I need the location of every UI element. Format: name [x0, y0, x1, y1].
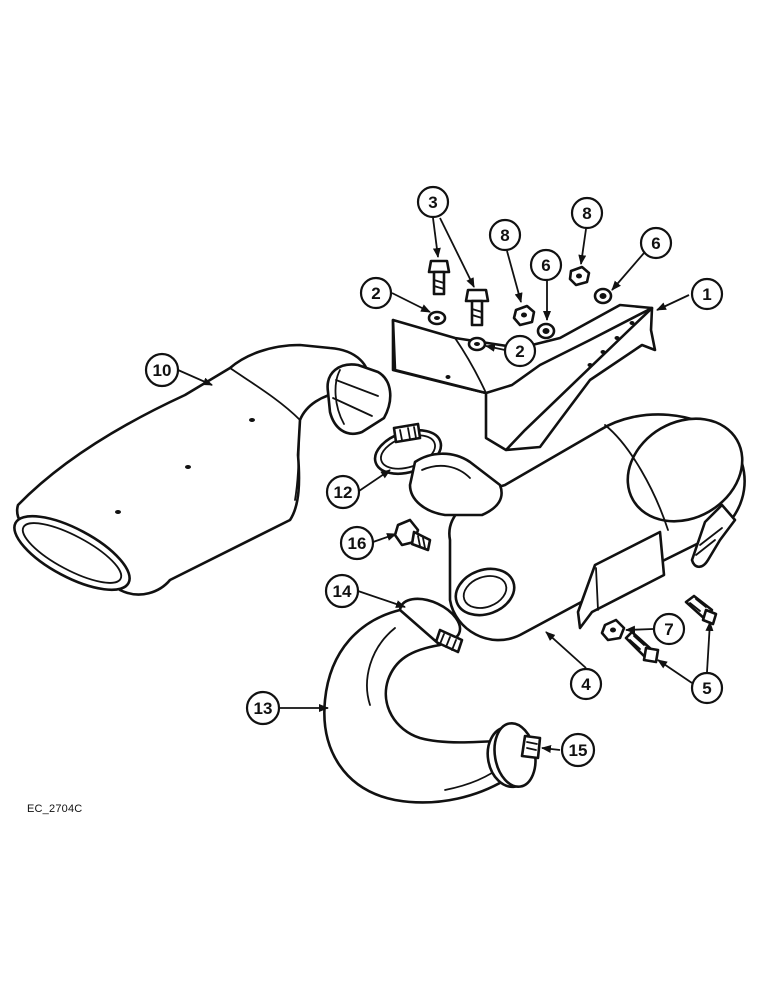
- callout-16: 16: [339, 525, 375, 561]
- callout-6-left-label: 6: [541, 256, 550, 275]
- air-cleaner-housing: [408, 413, 746, 642]
- callout-12-label: 12: [334, 483, 353, 502]
- callout-6-left: 6: [529, 248, 563, 282]
- strap-nut: [600, 618, 626, 642]
- callout-16-label: 16: [348, 534, 367, 553]
- restriction-indicator: [393, 518, 432, 552]
- callout-4: 4: [569, 667, 603, 701]
- callout-10: 10: [144, 352, 180, 388]
- drawing-reference-code: EC_2704C: [27, 803, 83, 815]
- callout-8-left-label: 8: [500, 226, 509, 245]
- callout-6-right-label: 6: [651, 234, 660, 253]
- callout-2-upper-label: 2: [371, 284, 380, 303]
- callout-10-label: 10: [153, 361, 172, 380]
- callout-1-label: 1: [702, 285, 711, 304]
- callout-13-label: 13: [254, 699, 273, 718]
- callout-15-label: 15: [569, 741, 588, 760]
- callout-8-left: 8: [488, 218, 522, 252]
- callout-7-label: 7: [664, 620, 673, 639]
- intake-duct: [13, 343, 392, 596]
- callout-3-label: 3: [428, 193, 437, 212]
- callout-2-lower-label: 2: [515, 342, 524, 361]
- callout-7: 7: [652, 612, 686, 646]
- hex-nut-right: [568, 265, 591, 287]
- callout-6-right: 6: [639, 226, 673, 260]
- callout-15: 15: [560, 732, 596, 768]
- flat-washer-left: [536, 322, 556, 340]
- callout-5: 5: [690, 671, 724, 705]
- callout-13: 13: [245, 690, 281, 726]
- bolt-upper-left: [427, 259, 451, 296]
- callout-3: 3: [416, 185, 450, 219]
- callout-14-label: 14: [333, 582, 352, 601]
- flat-washer-right: [593, 287, 613, 305]
- callout-14: 14: [324, 573, 360, 609]
- strap-bolt-lower: [624, 630, 660, 664]
- hex-nut-left: [512, 304, 536, 327]
- callout-12: 12: [325, 474, 361, 510]
- callout-4-label: 4: [581, 675, 591, 694]
- leader-lines: [177, 217, 714, 753]
- callout-8-right: 8: [570, 196, 604, 230]
- bolt-upper-right: [464, 288, 490, 327]
- lock-washer-upper: [427, 310, 447, 326]
- lock-washer-lower: [467, 336, 487, 352]
- hose-clamp-outlet: [493, 721, 542, 789]
- callout-2-lower: 2: [503, 334, 537, 368]
- strap-bolt-upper: [684, 594, 718, 626]
- callout-1: 1: [690, 277, 724, 311]
- callout-5-label: 5: [702, 679, 711, 698]
- callout-2-upper: 2: [359, 276, 393, 310]
- callout-8-right-label: 8: [582, 204, 591, 223]
